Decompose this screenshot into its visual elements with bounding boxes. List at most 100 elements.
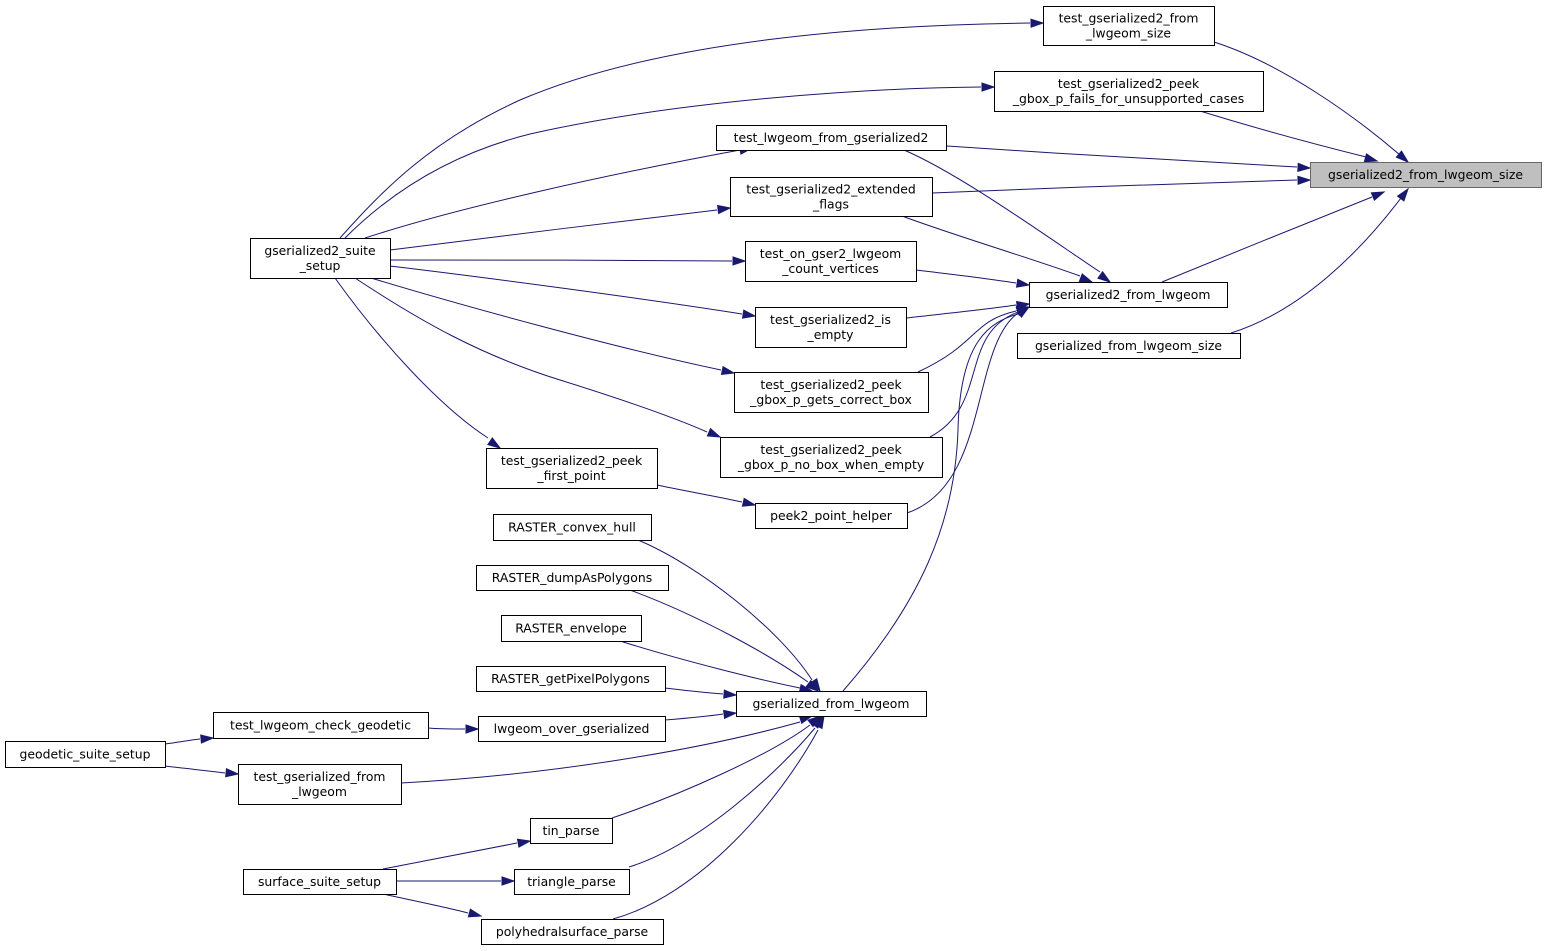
edge-geodetic_setup-to-t_g_from_lwgeom (164, 765, 226, 774)
node-t-peek-first-point[interactable]: test_gserialized2_peek_first_point (486, 448, 658, 489)
node-label: tin_parse (543, 823, 600, 838)
node-label: test_on_gser2_lwgeom (760, 246, 901, 261)
node-label: _lwgeom (291, 784, 347, 799)
edge-t_is_empty-to-g2_from_lwgeom (905, 304, 1017, 319)
node-label: RASTER_envelope (515, 621, 627, 636)
node-t-peek-fails[interactable]: test_gserialized2_peek_gbox_p_fails_for_… (994, 71, 1264, 112)
node-box (238, 764, 402, 805)
node-box (1310, 162, 1542, 188)
arrowhead-polyhedral_parse-to-g_from_lwgeom (814, 714, 825, 730)
node-box (501, 615, 642, 642)
arrowhead-surface_setup-to-polyhedral_parse (467, 908, 483, 918)
node-t-g-from-lwgeom[interactable]: test_gserialized_from_lwgeom (238, 764, 402, 805)
edge-r_envelope-to-g_from_lwgeom (619, 640, 801, 689)
node-label: _count_vertices (781, 261, 879, 276)
node-box (755, 503, 908, 529)
node-r-convex[interactable]: RASTER_convex_hull (493, 514, 652, 541)
node-label: test_gserialized2_peek (760, 377, 902, 392)
arrowhead-r_dump-to-g_from_lwgeom (805, 679, 820, 692)
arrowhead-suite_setup-to-t_peek_no_box (706, 427, 722, 438)
edge-r_dump-to-g_from_lwgeom (629, 589, 809, 683)
edge-tin_parse-to-g_from_lwgeom (611, 724, 811, 819)
arrowhead-t_check_geodetic-to-lwgeom_over_g (465, 724, 480, 734)
edge-suite_setup-to-t_peek_correct (370, 277, 722, 371)
arrowhead-t_ext_flags-to-root (1297, 175, 1312, 186)
edge-suite_setup-to-t_peek_no_box (354, 277, 708, 433)
edge-peek2_helper-to-g2_from_lwgeom (906, 312, 1019, 514)
node-polyhedral-parse[interactable]: polyhedralsurface_parse (481, 919, 664, 945)
node-r-pixel[interactable]: RASTER_getPixelPolygons (476, 666, 666, 692)
node-g-from-lwgeom-size[interactable]: gserialized_from_lwgeom_size (1017, 333, 1241, 359)
node-box (476, 666, 666, 692)
node-box (243, 869, 397, 895)
node-label: polyhedralsurface_parse (496, 924, 648, 939)
node-t-g2-from-size[interactable]: test_gserialized2_from_lwgeom_size (1043, 6, 1215, 46)
node-r-envelope[interactable]: RASTER_envelope (501, 615, 642, 642)
node-g-from-lwgeom[interactable]: gserialized_from_lwgeom (736, 691, 927, 717)
node-r-dump[interactable]: RASTER_dumpAsPolygons (476, 565, 669, 591)
edge-r_pixel-to-g_from_lwgeom (664, 687, 724, 695)
node-box (5, 741, 166, 768)
node-t-check-geodetic[interactable]: test_lwgeom_check_geodetic (213, 712, 429, 739)
arrowhead-suite_setup-to-t_is_empty (741, 309, 757, 319)
node-box (745, 241, 917, 282)
edge-suite_setup-to-t_peek_first_point (334, 277, 489, 439)
node-box (1017, 333, 1241, 359)
node-label: _setup (299, 258, 341, 273)
edge-surface_setup-to-polyhedral_parse (382, 893, 469, 914)
node-t-count-vertices[interactable]: test_on_gser2_lwgeom_count_vertices (745, 241, 917, 282)
node-suite-setup[interactable]: gserialized2_suite_setup (250, 238, 391, 279)
node-label: test_gserialized2_peek (760, 442, 902, 457)
node-t-ext-flags[interactable]: test_gserialized2_extended_flags (730, 177, 933, 217)
node-g2-from-lwgeom[interactable]: gserialized2_from_lwgeom (1029, 282, 1228, 308)
edge-t_count_vertices-to-g2_from_lwgeom (915, 269, 1017, 284)
node-t-is-empty[interactable]: test_gserialized2_is_empty (755, 307, 907, 348)
node-box (530, 818, 613, 844)
arrowhead-surface_setup-to-triangle_parse (501, 876, 516, 886)
node-label: peek2_point_helper (770, 508, 893, 523)
edge-g_from_lwgeom_size-to-root (1230, 197, 1402, 334)
node-t-peek-no-box[interactable]: test_gserialized2_peek_gbox_p_no_box_whe… (720, 437, 943, 478)
node-label: _empty (807, 327, 854, 342)
node-root[interactable]: gserialized2_from_lwgeom_size (1310, 162, 1542, 188)
node-box (250, 238, 391, 279)
node-label: test_gserialized2_extended (746, 182, 915, 197)
node-t-lwgeom-from-g2[interactable]: test_lwgeom_from_gserialized2 (716, 125, 947, 151)
node-label: geodetic_suite_setup (20, 747, 151, 762)
edge-suite_setup-to-t_ext_flags (389, 209, 718, 251)
edge-t_lwgeom_from_g2-to-g2_from_lwgeom (903, 149, 1101, 273)
node-label: _flags (812, 197, 849, 212)
node-box (486, 448, 658, 489)
arrowhead-t_lwgeom_from_g2-to-root (1297, 162, 1312, 173)
node-label: RASTER_getPixelPolygons (491, 671, 650, 686)
edge-geodetic_setup-to-t_check_geodetic (164, 738, 201, 745)
node-triangle-parse[interactable]: triangle_parse (514, 869, 630, 895)
edge-lwgeom_over_g-to-g_from_lwgeom (664, 713, 724, 721)
node-box (716, 125, 947, 151)
arrowhead-t_ext_flags-to-g2_from_lwgeom (1078, 273, 1094, 283)
arrowhead-suite_setup-to-t_count_vertices (732, 256, 747, 266)
node-box (476, 565, 669, 591)
node-surface-setup[interactable]: surface_suite_setup (243, 869, 397, 895)
node-tin-parse[interactable]: tin_parse (530, 818, 613, 844)
node-t-peek-correct[interactable]: test_gserialized2_peek_gbox_p_gets_corre… (734, 372, 929, 413)
edge-suite_setup-to-t_is_empty (389, 265, 743, 315)
arrowhead-g_from_lwgeom-to-g2_from_lwgeom (1015, 306, 1031, 316)
arrowhead-t_lwgeom_from_g2-to-g2_from_lwgeom (1097, 270, 1112, 283)
node-label: _lwgeom_size (1085, 26, 1171, 41)
edge-t_peek_no_box-to-g2_from_lwgeom (929, 311, 1019, 438)
edge-t_peek_first_point-to-peek2_helper (656, 484, 743, 503)
edge-t_g2_from_size-to-root (1213, 41, 1401, 156)
node-box (755, 307, 907, 348)
node-box (720, 437, 943, 478)
node-peek2-helper[interactable]: peek2_point_helper (755, 503, 908, 529)
node-label: RASTER_dumpAsPolygons (492, 570, 652, 585)
node-box (734, 372, 929, 413)
node-label: gserialized_from_lwgeom (753, 696, 910, 711)
arrowhead-surface_setup-to-tin_parse (516, 838, 532, 848)
node-geodetic-setup[interactable]: geodetic_suite_setup (5, 741, 166, 768)
edge-t_ext_flags-to-root (931, 179, 1298, 194)
edge-g2_from_lwgeom-to-root (1161, 196, 1373, 283)
node-lwgeom-over-g[interactable]: lwgeom_over_gserialized (478, 716, 666, 742)
